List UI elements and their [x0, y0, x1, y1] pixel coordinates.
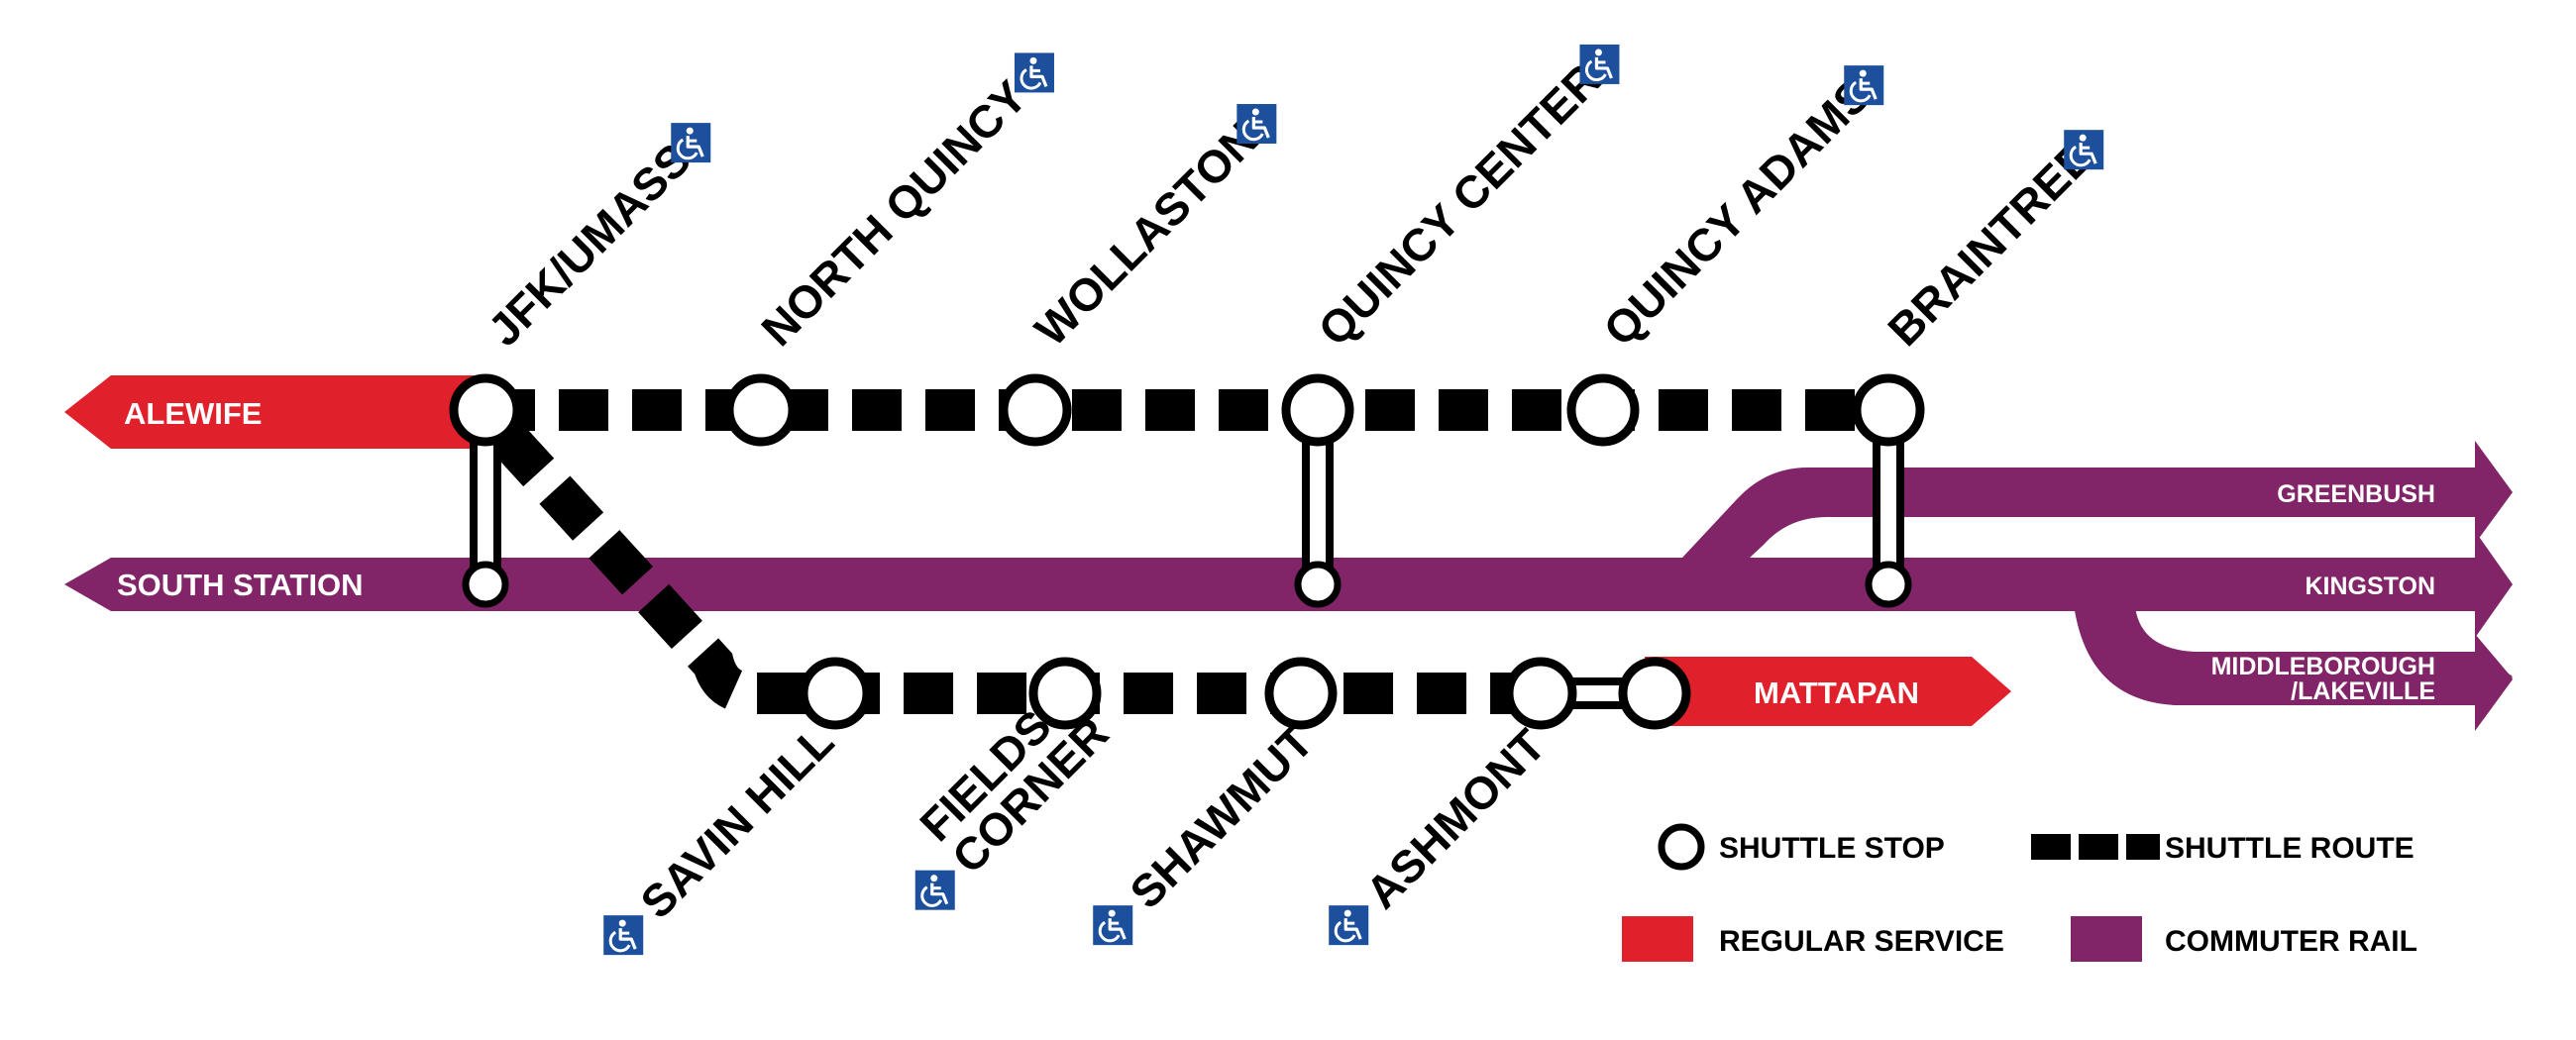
legend-shuttle-route-swatch [2031, 834, 2160, 860]
terminal-label-kingston: KINGSTON [2306, 572, 2436, 600]
terminal-label-lakeville: /LAKEVILLE [2291, 677, 2435, 705]
wheelchair-accessibility-icon [1091, 903, 1134, 947]
station-label-savin-hill: SAVIN HILL [630, 715, 843, 928]
station-label-quincy-adams: QUINCY ADAMS [1593, 68, 1880, 356]
station-label-wollaston: WOLLASTON [1024, 112, 1268, 356]
stop-savin-hill [799, 657, 872, 730]
regular-service-lines [64, 375, 2011, 726]
station-label-ashmont: ASHMONT [1355, 719, 1555, 918]
rail-stop-jfk-umass [462, 561, 509, 608]
mattapan-line-segment [1645, 657, 2011, 726]
station-label-quincy-adams-group: QUINCY ADAMS [1593, 63, 1885, 356]
station-label-shawmut-group: SHAWMUT [1091, 715, 1323, 947]
stop-north-quincy [724, 373, 798, 447]
legend: SHUTTLE STOP SHUTTLE ROUTE REGULAR SERVI… [1622, 823, 2417, 962]
wheelchair-accessibility-icon [1234, 102, 1278, 146]
legend-commuter-rail-swatch [2071, 916, 2142, 962]
station-label-savin-hill-group: SAVIN HILL [601, 715, 843, 957]
wheelchair-accessibility-icon [1577, 43, 1622, 86]
wheelchair-accessibility-icon [669, 121, 712, 164]
wheelchair-accessibility-icon [1842, 63, 1885, 107]
station-label-quincy-center-group: QUINCY CENTER [1308, 43, 1622, 356]
middleborough-branch-fill [2076, 606, 2475, 705]
station-label-ashmont-group: ASHMONT [1327, 719, 1556, 947]
legend-shuttle-stop-swatch [1658, 823, 1705, 871]
stop-quincy-adams [1566, 373, 1640, 447]
terminal-label-greenbush: GREENBUSH [2277, 480, 2435, 508]
legend-commuter-rail-label: COMMUTER RAIL [2165, 925, 2417, 958]
legend-regular-service-label: REGULAR SERVICE [1719, 925, 2004, 958]
shuttle-route-ashmont-branch [489, 421, 1541, 714]
wheelchair-accessibility-icon [913, 869, 957, 912]
stop-jfk-umass [449, 373, 522, 447]
legend-regular-service-swatch [1622, 916, 1693, 962]
wheelchair-accessibility-icon [601, 913, 645, 957]
wheelchair-accessibility-icon [1327, 903, 1370, 947]
middleborough-arrowhead [2475, 634, 2513, 723]
legend-shuttle-route-label: SHUTTLE ROUTE [2165, 832, 2415, 865]
terminal-label-south-station: SOUTH STATION [117, 568, 364, 602]
stop-shawmut [1264, 657, 1338, 730]
wheelchair-accessibility-icon [1013, 51, 1056, 94]
rail-stop-braintree [1865, 561, 1912, 608]
wheelchair-accessibility-icon [2062, 128, 2105, 171]
station-label-wollaston-group: WOLLASTON [1024, 102, 1278, 356]
shuttle-route [485, 389, 1888, 714]
station-label-jfk-umass-group: JFK/UMASS [478, 121, 712, 356]
station-label-quincy-center: QUINCY CENTER [1308, 53, 1610, 356]
stop-quincy-center [1281, 373, 1354, 447]
terminal-label-middleborough: MIDDLEBOROUGH [2211, 653, 2435, 680]
terminal-label-mattapan: MATTAPAN [1754, 676, 1919, 710]
station-label-shawmut: SHAWMUT [1120, 715, 1323, 918]
stop-wollaston [999, 373, 1072, 447]
station-label-north-quincy: NORTH QUINCY [751, 70, 1036, 356]
stop-mattapan-transfer [1618, 657, 1691, 730]
transfer-connectors [470, 410, 1904, 709]
terminal-label-alewife: ALEWIFE [124, 396, 263, 431]
station-label-jfk-umass: JFK/UMASS [478, 133, 700, 356]
rail-stop-quincy-center [1294, 561, 1342, 608]
stop-ashmont [1504, 657, 1577, 730]
legend-shuttle-stop-label: SHUTTLE STOP [1719, 832, 1945, 865]
red-line-alewife-segment [64, 375, 485, 449]
station-label-braintree-group: BRAINTREE [1878, 128, 2105, 356]
stop-fields-corner [1028, 657, 1102, 730]
stop-braintree [1852, 373, 1925, 447]
shuttle-stops [449, 373, 1925, 730]
commuter-rail-main-line [64, 531, 2513, 638]
station-label-north-quincy-group: NORTH QUINCY [751, 51, 1056, 356]
